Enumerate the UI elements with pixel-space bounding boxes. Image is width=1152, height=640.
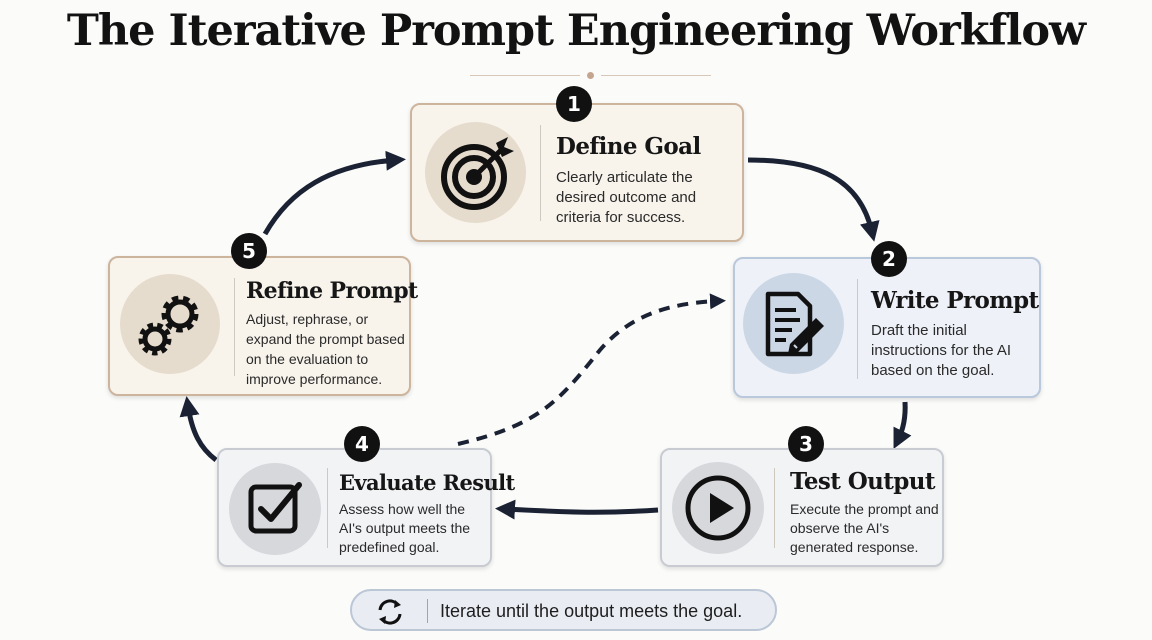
card-divider: [327, 468, 328, 548]
iterate-text: Iterate until the output meets the goal.: [440, 601, 743, 621]
refresh-icon: [374, 596, 406, 628]
step-badge-5: 5: [231, 233, 267, 269]
step-card-evaluate-result: Evaluate Result Assess how well the AI's…: [217, 448, 515, 567]
step-title: Evaluate Result: [339, 470, 515, 495]
step-badge-2: 2: [871, 241, 907, 277]
banner-divider: [427, 599, 428, 623]
arrow-goal-to-write: [747, 157, 880, 242]
step-title: Write Prompt: [871, 287, 1039, 314]
step-card-write-prompt: Write Prompt Draft the initial instructi…: [733, 257, 1041, 398]
step-description: Adjust, rephrase, or expand the prompt b…: [246, 311, 405, 387]
arrow-write-to-test: [893, 401, 912, 449]
play-icon: [672, 462, 764, 554]
step-badge-3: 3: [788, 426, 824, 462]
target-icon: [425, 122, 526, 223]
page-title: The Iterative Prompt Engineering Workflo…: [66, 6, 1086, 56]
title-divider-left: [470, 75, 580, 76]
gears-icon: [120, 274, 220, 374]
step-description: Draft the initial instructions for the A…: [871, 322, 1012, 379]
title-divider-right: [601, 75, 711, 76]
step-description: Execute the prompt and observe the AI's …: [790, 501, 939, 555]
card-divider: [857, 279, 858, 379]
title-divider-dot: [587, 72, 594, 79]
arrow-refine-to-goal: [262, 150, 406, 236]
step-card-define-goal: Define Goal Clearly articulate the desir…: [410, 103, 744, 242]
iterate-banner: Iterate until the output meets the goal.: [350, 589, 777, 631]
step-description: Assess how well the AI's output meets th…: [339, 501, 471, 555]
step-description: Clearly articulate the desired outcome a…: [556, 169, 697, 226]
step-badge-4: 4: [344, 426, 380, 462]
card-divider: [234, 278, 235, 376]
card-divider: [540, 125, 541, 221]
step-title: Refine Prompt: [246, 278, 418, 304]
step-title: Test Output: [790, 468, 936, 495]
arrow-evaluate-to-refine: [179, 396, 218, 462]
step-badge-1: 1: [556, 86, 592, 122]
step-card-test-output: Test Output Execute the prompt and obser…: [660, 448, 944, 567]
document-pencil-icon: [743, 273, 844, 374]
step-card-refine-prompt: Refine Prompt Adjust, rephrase, or expan…: [108, 256, 418, 396]
arrow-test-to-evaluate: [495, 499, 659, 520]
checkbox-icon: [229, 463, 321, 555]
step-title: Define Goal: [556, 133, 701, 160]
card-divider: [774, 468, 775, 548]
arrow-evaluate-to-write-dashed: [457, 293, 726, 446]
